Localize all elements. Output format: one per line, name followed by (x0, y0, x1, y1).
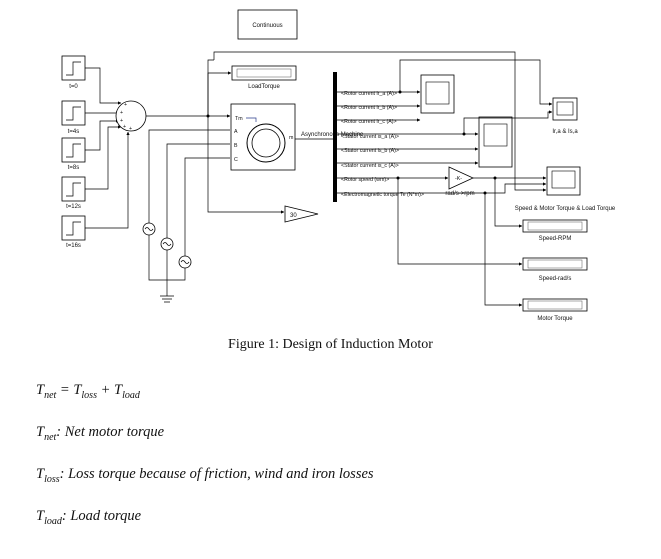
step-time-label: t=0 (69, 84, 78, 90)
display-speed-rpm[interactable]: Speed-RPM (522, 219, 588, 242)
definition-loss: Tloss: Loss torque because of friction, … (36, 466, 374, 485)
def-symbol: T (36, 508, 45, 524)
bus-signal-list: <Rotor current ir_a (A)> <Rotor current … (341, 91, 424, 198)
sum-sign: + (120, 110, 123, 116)
display-label: Motor Torque (537, 316, 573, 322)
def-text: : Loss torque because of friction, wind … (59, 466, 374, 482)
constant-block[interactable]: 30 (284, 205, 319, 223)
step-time-label: t=4s (68, 129, 80, 135)
eq-text: + T (96, 382, 123, 398)
eq-symbol: T (36, 382, 45, 398)
display-label: Speed-rad/s (539, 276, 572, 282)
signal-label: <Stator current is_b (A)> (341, 148, 399, 154)
scope-stator-currents[interactable] (478, 116, 513, 168)
gain-block[interactable]: -K- rad/s->rpm (445, 166, 475, 197)
step-block-5[interactable]: t=16s (61, 215, 86, 249)
def-sub: load (44, 515, 62, 527)
conversion-label: rad/s->rpm (445, 191, 474, 197)
scope-currents-label: Ir,a & Is,a (552, 129, 578, 135)
eq-sub: net (44, 389, 57, 401)
port-b: B (234, 143, 238, 149)
port-a: A (234, 129, 238, 135)
port-tm: Tm (235, 116, 243, 122)
signal-label: <Stator current is_c (A)> (341, 163, 399, 169)
signal-label: <Rotor current ir_c (A)> (341, 119, 397, 125)
gain-label: -K- (455, 176, 462, 182)
step-block-2[interactable]: t=4s (61, 100, 86, 135)
simulink-diagram: Continuous t=0 t=4s t=8s t=12s t=16s + +… (61, 9, 616, 322)
sum-sign: + (120, 118, 123, 124)
display-motor-torque[interactable]: Motor Torque (522, 298, 588, 322)
definition-load: Tload: Load torque (36, 508, 141, 527)
torque-equation: Tnet = Tloss + Tload (36, 382, 140, 401)
ground-symbol (160, 280, 174, 303)
load-torque-label: LoadTorque (248, 84, 280, 90)
sum-sign: + (123, 124, 126, 130)
def-text: : Net motor torque (56, 424, 165, 440)
display-label: Speed-RPM (539, 236, 572, 242)
definition-net: Tnet: Net motor torque (36, 424, 164, 443)
scope-ira-isa[interactable]: Ir,a & Is,a (552, 97, 578, 135)
powergui-block[interactable]: Continuous (237, 9, 298, 40)
voltage-source-a[interactable] (142, 222, 156, 236)
port-c: C (234, 157, 238, 163)
step-block-3[interactable]: t=8s (61, 137, 86, 171)
figure-caption: Figure 1: Design of Induction Motor (228, 337, 433, 352)
def-symbol: T (36, 466, 45, 482)
scope-speed-torque[interactable]: Speed & Motor Torque & Load Torque (515, 166, 616, 212)
scope-speed-label: Speed & Motor Torque & Load Torque (515, 206, 616, 212)
scope-rotor-currents[interactable] (420, 74, 455, 114)
signal-label: <Rotor speed (wm)> (341, 177, 389, 183)
def-sub: loss (44, 473, 60, 485)
port-m: m (289, 135, 294, 141)
eq-sub: loss (81, 389, 97, 401)
def-symbol: T (36, 424, 45, 440)
eq-text: = T (56, 382, 82, 398)
signal-label: <Rotor current ir_b (A)> (341, 105, 397, 111)
step-block-4[interactable]: t=12s (61, 176, 86, 210)
signal-label: <Stator current is_a (A)> (341, 134, 399, 140)
constant-value: 30 (290, 213, 297, 219)
bus-selector[interactable] (333, 72, 337, 202)
step-time-label: t=16s (66, 243, 81, 249)
def-text: : Load torque (61, 508, 142, 524)
sum-sign: + (124, 102, 127, 108)
voltage-source-c[interactable] (178, 255, 192, 269)
voltage-source-b[interactable] (160, 237, 174, 251)
step-block-1[interactable]: t=0 (61, 55, 86, 90)
signal-label: <Electromagnetic torque Te (N*m)> (341, 192, 424, 198)
def-sub: net (44, 431, 57, 443)
eq-sub: load (122, 389, 140, 401)
sum-sign: + (129, 126, 132, 132)
signal-label: <Rotor current ir_a (A)> (341, 91, 397, 97)
step-time-label: t=8s (68, 165, 80, 171)
asynchronous-machine-block[interactable]: Tm A B C m Asynchronous Machine (230, 103, 364, 171)
solver-label: Continuous (252, 23, 282, 29)
load-torque-display[interactable]: LoadTorque (231, 65, 297, 90)
display-speed-rads[interactable]: Speed-rad/s (522, 257, 588, 282)
step-time-label: t=12s (66, 204, 81, 210)
machine-label: Asynchronous Machine (301, 132, 364, 138)
